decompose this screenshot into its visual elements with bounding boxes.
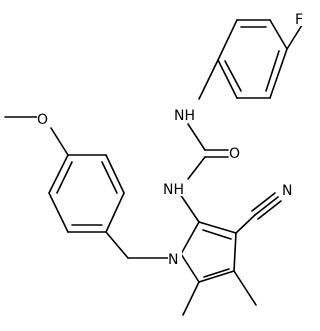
c-f-bond bbox=[286, 24, 303, 50]
ring-nitrile-bond bbox=[235, 214, 256, 234]
chemical-structure: F NH O NH O N N bbox=[4, 10, 309, 316]
methyl-bond-c4 bbox=[233, 270, 257, 306]
nitrile-nitrogen-label: N bbox=[282, 183, 292, 199]
ch2-aryl-bond bbox=[105, 231, 129, 259]
methoxyphenyl-ring bbox=[48, 154, 125, 233]
nitrile-triple-bond-c bbox=[257, 200, 282, 220]
aryl-nh-bond bbox=[198, 59, 219, 100]
pyrrole-ring bbox=[180, 221, 237, 283]
pyrrole-nitrogen-label: N bbox=[168, 252, 178, 268]
fluorophenyl-ring bbox=[217, 19, 288, 99]
urea-nh-top-label: NH bbox=[174, 108, 195, 124]
nitrile-triple-bond-b bbox=[251, 192, 276, 212]
methoxy-oxygen-label: O bbox=[37, 112, 48, 128]
carbonyl-nh-bond bbox=[187, 156, 206, 180]
bonds bbox=[4, 19, 303, 316]
atom-labels: F NH O NH O N N bbox=[37, 10, 309, 268]
aryl-o-bond bbox=[50, 127, 69, 156]
nitrile-triple-bond-a bbox=[254, 196, 279, 216]
fluorine-label: F bbox=[295, 12, 303, 28]
urea-nh-bottom-label: NH bbox=[163, 182, 184, 198]
nh-carbonyl-bond bbox=[187, 123, 206, 151]
methyl-bond-c5 bbox=[182, 281, 200, 316]
carbonyl-oxygen-label: O bbox=[229, 146, 240, 162]
nh-pyrrole-bond bbox=[179, 193, 200, 223]
